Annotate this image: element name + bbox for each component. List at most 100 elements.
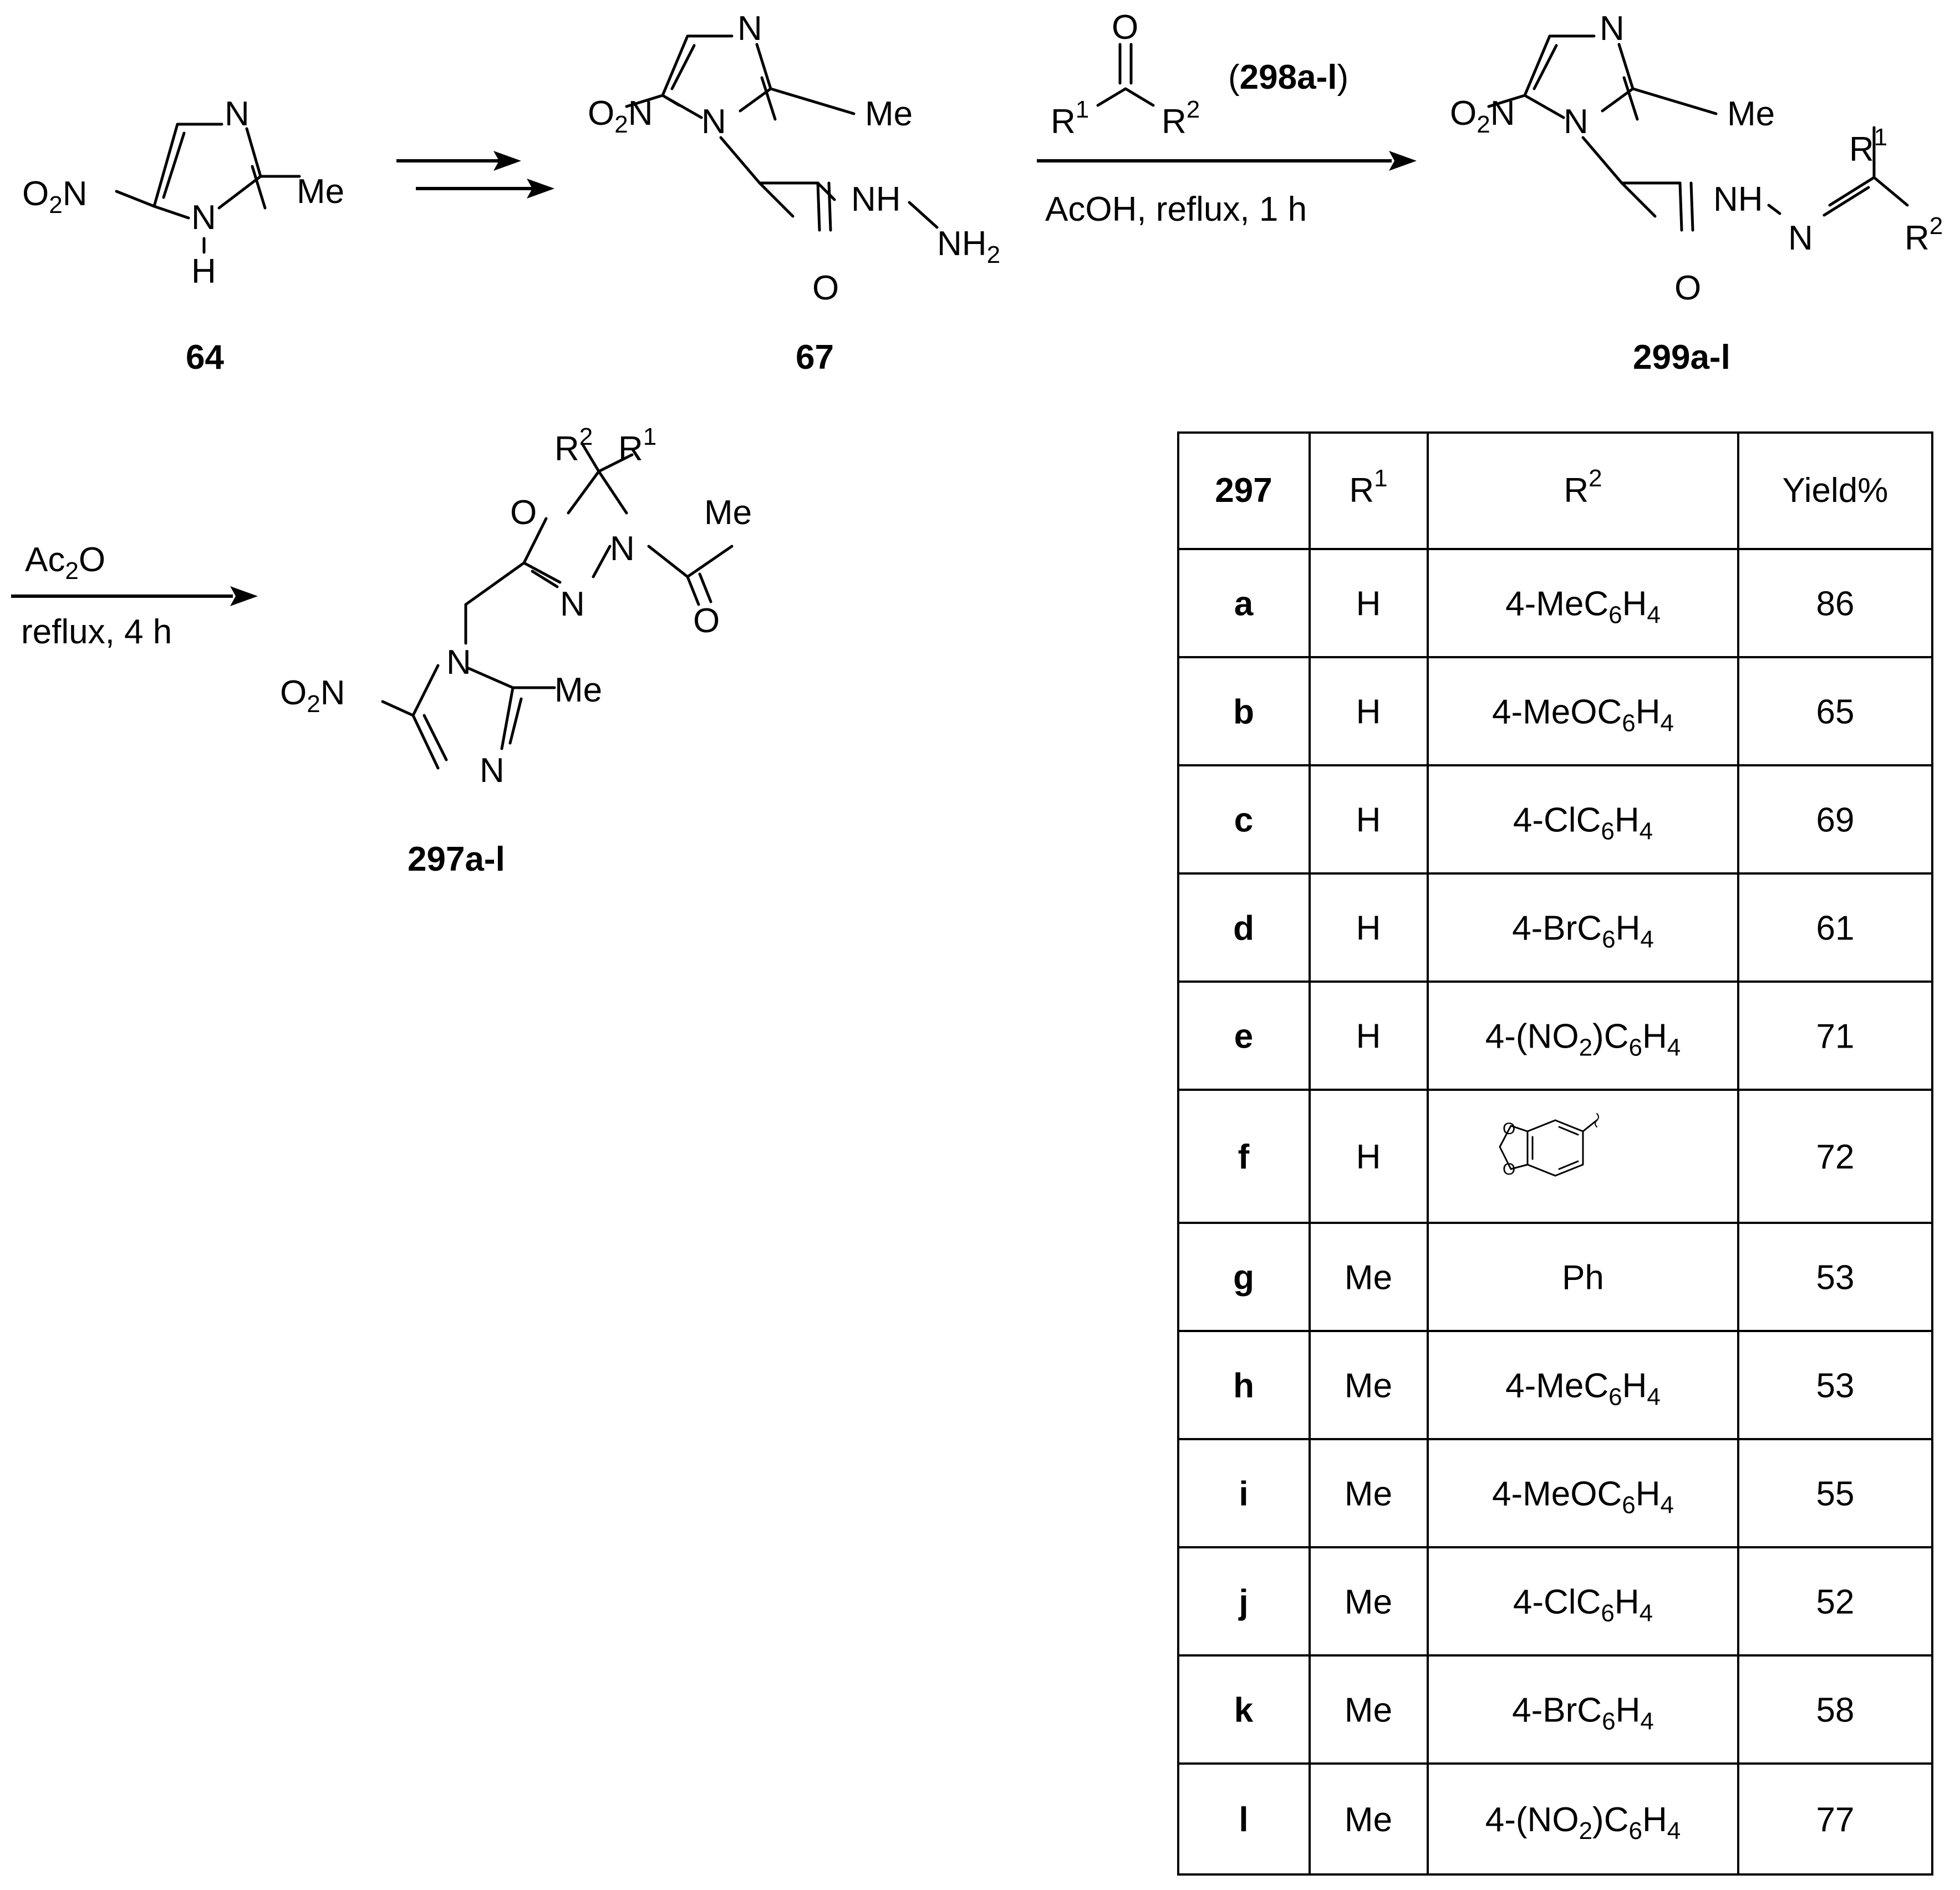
arrow-step-3: Ac2O reflux, 4 h (11, 541, 258, 651)
carbonyl-o: O (812, 269, 839, 307)
atom-n1: N (1564, 103, 1589, 141)
reagent-label-298: (298a-l) (1228, 58, 1348, 96)
ketone-r1: R1 (1051, 96, 1089, 141)
cell-compound-id: a (1234, 585, 1254, 623)
acetyl-o: O (693, 602, 720, 640)
atom-nh: H (191, 252, 216, 291)
ring-o: O (510, 494, 537, 532)
nitro-label: O2N (280, 674, 345, 718)
cell-r2: 4-BrC6H4 (1512, 910, 1654, 953)
ketone-r2: R2 (1162, 96, 1200, 141)
cell-r1: Me (1345, 1691, 1392, 1730)
condition-reflux: reflux, 4 h (21, 613, 172, 651)
cell-compound-id: e (1234, 1018, 1253, 1056)
cell-r1: Me (1345, 1801, 1392, 1839)
cell-r1: Me (1345, 1367, 1392, 1405)
two-step-arrows (396, 151, 554, 199)
substituent-r1: R1 (1849, 124, 1887, 169)
cell-r2: 4-ClC6H4 (1513, 801, 1653, 845)
substituent-r1: R1 (618, 423, 656, 468)
benzodioxolyl-icon: O O (1499, 1113, 1599, 1178)
cell-yield: 77 (1816, 1801, 1855, 1839)
cell-yield: 58 (1816, 1691, 1855, 1730)
atom-nh: NH (851, 180, 901, 219)
atom-n3: N (1600, 9, 1625, 48)
substituent-r2: R2 (554, 423, 593, 468)
cell-r2: 4-(NO2)C6H4 (1485, 1018, 1681, 1061)
compound-299-structure: N N Me O2N NH N R1 R2 O 299a-l (1450, 9, 1943, 377)
cell-compound-id: l (1239, 1801, 1248, 1839)
cell-r2: 4-MeOC6H4 (1492, 693, 1674, 737)
cell-yield: 53 (1816, 1259, 1855, 1297)
methyl-label: Me (554, 671, 602, 709)
table-header-compound: 297 (1215, 471, 1272, 510)
cell-compound-id: f (1238, 1138, 1250, 1176)
atom-n-imine: N (1788, 219, 1813, 257)
condition-ac2o: Ac2O (25, 541, 105, 585)
cell-r1: H (1356, 910, 1381, 948)
nitro-label: O2N (1450, 94, 1515, 138)
imidazole-n3: N (480, 751, 505, 790)
cell-compound-id: c (1234, 801, 1253, 840)
cell-compound-id: k (1234, 1691, 1254, 1730)
ketone-o: O (1112, 8, 1138, 47)
cell-compound-id: i (1239, 1475, 1248, 1513)
cell-compound-id: g (1233, 1259, 1254, 1297)
atom-nh2: NH2 (937, 225, 1000, 268)
table-row: a H 4-MeC6H4 86 (1234, 585, 1855, 629)
atom-n3: N (737, 9, 762, 48)
cell-yield: 53 (1816, 1367, 1855, 1405)
cell-r2: 4-MeC6H4 (1505, 1367, 1661, 1411)
cell-compound-id: b (1233, 693, 1254, 731)
atom-n1: N (701, 103, 726, 141)
table-header-r2: R2 (1564, 465, 1602, 510)
cell-r2: 4-MeC6H4 (1505, 585, 1661, 629)
cell-r1: H (1356, 1018, 1381, 1056)
atom-n1: N (191, 199, 216, 237)
imidazole-n1: N (446, 643, 471, 682)
cell-r1: H (1356, 1138, 1381, 1176)
cell-compound-id: d (1233, 910, 1254, 948)
table-row: f H 72 (1238, 1138, 1855, 1176)
arrow-step-2: AcOH, reflux, 1 h (1037, 151, 1417, 228)
cell-r2: Ph (1562, 1259, 1604, 1297)
methyl-label: Me (865, 95, 913, 133)
cell-r1: Me (1345, 1583, 1392, 1622)
cell-r1: H (1356, 585, 1381, 623)
compound-label-299: 299a-l (1633, 338, 1730, 377)
ring-n: N (560, 585, 585, 623)
cell-r1: Me (1345, 1259, 1392, 1297)
cell-yield: 72 (1816, 1138, 1855, 1176)
cell-r2: 4-MeOC6H4 (1492, 1475, 1674, 1519)
nitro-label: O2N (588, 94, 653, 138)
table-border (1177, 431, 1933, 1876)
cell-yield: 52 (1816, 1583, 1855, 1622)
table-header-r1: R1 (1349, 465, 1387, 510)
cell-r2: 4-ClC6H4 (1513, 1583, 1653, 1627)
cell-yield: 69 (1816, 801, 1855, 840)
dioxole-o2: O (1503, 1160, 1515, 1178)
cell-yield: 86 (1816, 585, 1855, 623)
cell-compound-id: h (1233, 1367, 1254, 1405)
nitro-label: O2N (22, 175, 88, 219)
table-header-yield: Yield% (1783, 471, 1888, 510)
table-row: h Me 4-MeC6H4 53 (1233, 1367, 1854, 1411)
methyl-label: Me (1727, 95, 1775, 133)
compound-67-structure: N N Me O2N NH NH2 O 67 (588, 9, 1000, 377)
cell-yield: 65 (1816, 693, 1855, 731)
condition-acoh: AcOH, reflux, 1 h (1045, 190, 1307, 228)
cell-r1: H (1356, 801, 1381, 840)
cell-r1: Me (1345, 1475, 1392, 1513)
atom-n3: N (225, 95, 250, 133)
atom-nh: NH (1713, 180, 1763, 219)
ring-n-acetyl: N (610, 530, 635, 568)
compound-label-297: 297a-l (408, 840, 505, 878)
